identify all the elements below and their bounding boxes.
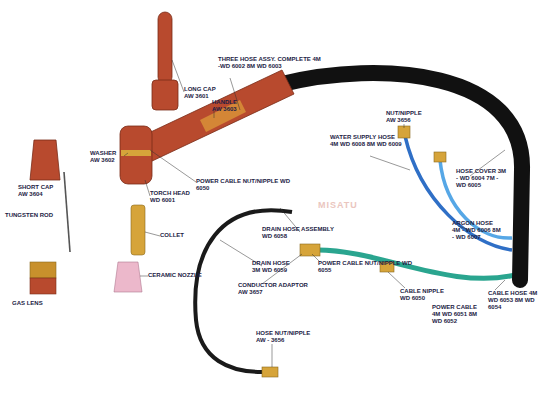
part-label: GAS LENS <box>12 300 54 307</box>
part-label: ARGON HOSE 4M - WD 6006 8M - WD 6007 <box>452 220 502 241</box>
part-label: TUNGSTEN ROD <box>5 212 61 219</box>
part-label: POWER CABLE NUT/NIPPLE WD 6055 <box>318 260 414 274</box>
hose-cover <box>282 73 522 280</box>
part-label: THREE HOSE ASSY. COMPLETE 4M -WD 6002 8M… <box>218 56 322 70</box>
leader-lines <box>124 60 505 367</box>
ceramic-nozzle <box>114 262 142 292</box>
part-label: CERAMIC NOZZLE <box>148 272 212 279</box>
argon-nipple <box>434 152 446 162</box>
water-hose <box>405 136 512 250</box>
long-cap <box>158 12 172 84</box>
part-label: LONG CAP AW 3601 <box>184 86 222 100</box>
part-label: COLLET <box>160 232 196 239</box>
part-label: NUT/NIPPLE AW 3656 <box>386 110 430 124</box>
hose-nut <box>262 367 278 377</box>
part-label: POWER CABLE 4M WD 6051 8M WD 6052 <box>432 304 482 325</box>
argon-hose <box>440 160 512 238</box>
part-label: TORCH HEAD WD 6001 <box>150 190 194 204</box>
part-label: DRAIN HOSE 3M WD 6059 <box>252 260 294 274</box>
washer <box>121 150 151 156</box>
gas-lens-body <box>30 278 56 294</box>
collet <box>131 205 145 255</box>
part-label: DRAIN HOSE ASSEMBLY WD 6058 <box>262 226 342 240</box>
torch-head <box>120 126 152 184</box>
torch-handle <box>138 70 294 162</box>
cable-hose <box>318 250 515 278</box>
long-cap-base <box>152 80 178 110</box>
part-label: WASHER AW 3602 <box>90 150 122 164</box>
part-label: SHORT CAP AW 3604 <box>18 184 58 198</box>
gas-lens-top <box>30 262 56 278</box>
tungsten-rod <box>64 172 70 252</box>
short-cap <box>30 140 60 180</box>
part-label: WATER SUPPLY HOSE 4M WD 6008 8M WD 6009 <box>330 134 402 148</box>
part-label: HOSE NUT/NIPPLE AW - 3656 <box>256 330 320 344</box>
part-label: POWER CABLE NUT/NIPPLE WD 6050 <box>196 178 292 192</box>
watermark: MISATU <box>318 200 378 210</box>
part-label: HANDLE AW 3603 <box>212 99 244 113</box>
part-label: CONDUCTOR ADAPTOR AW 3657 <box>238 282 318 296</box>
conductor-adaptor <box>300 244 320 256</box>
part-label: CABLE HOSE 4M WD 6053 8M WD 6054 <box>488 290 538 311</box>
part-label: HOSE COVER 3M - WD 6004 7M - WD 6005 <box>456 168 506 189</box>
part-label: CABLE NIPPLE WD 6050 <box>400 288 446 302</box>
handle-window <box>200 100 246 132</box>
